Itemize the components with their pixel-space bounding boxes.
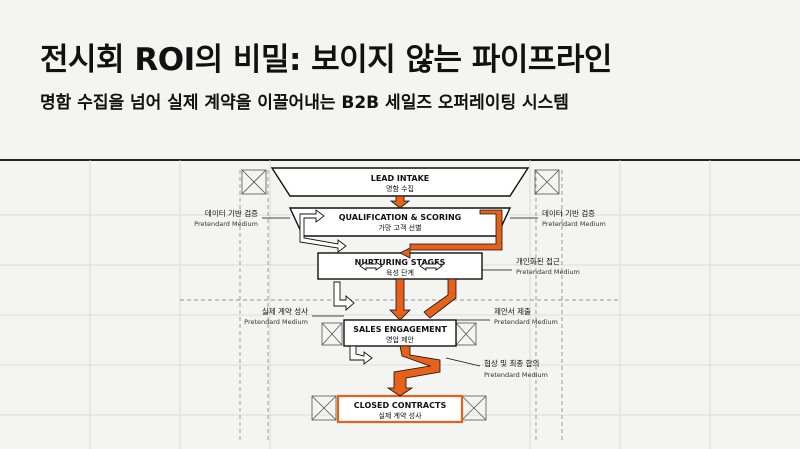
svg-text:Pretendard Medium: Pretendard Medium [516,268,580,276]
stage-box-qualification: QUALIFICATION & SCORING 가망 고객 선별 [288,207,512,237]
svg-text:데이터 기반 검증: 데이터 기반 검증 [205,208,258,218]
page-subtitle: 명함 수집을 넘어 실제 계약을 이끌어내는 B2B 세일즈 오퍼레이팅 시스템 [40,93,569,113]
stage-box-closed-contracts: CLOSED CONTRACTS 실제 계약 성사 [336,394,464,424]
svg-text:Pretendard Medium: Pretendard Medium [542,220,606,228]
engagement-orange-path [386,345,441,397]
flow-arrow-down-icon [389,278,411,321]
stage-subtitle: 영업 제안 [386,335,415,344]
qualification-orange-path [399,209,503,259]
svg-text:협상 및 최종 합의: 협상 및 최종 합의 [484,358,539,368]
svg-text:개인화된 접근: 개인화된 접근 [516,256,560,266]
white-flow-arrows [299,209,443,365]
stage-title: QUALIFICATION & SCORING [339,213,462,222]
svg-text:Pretendard Medium: Pretendard Medium [494,318,558,326]
stage-subtitle: 육성 단계 [386,268,414,277]
stage-title: SALES ENGAGEMENT [353,325,447,334]
annotation-nurturing: 개인화된 접근 Pretendard Medium [516,256,580,276]
page-title: 전시회 ROI의 비밀: 보이지 않는 파이프라인 [40,42,612,78]
main-flow-arrows [389,195,411,321]
svg-text:Pretendard Medium: Pretendard Medium [194,220,258,228]
annotation-closed-left: 실제 계약 성사 Pretendard Medium [244,306,308,326]
stage-title: NURTURING STAGES [355,258,446,267]
annotation-proposal: 제안서 제출 Pretendard Medium [494,306,558,326]
stage-title: CLOSED CONTRACTS [354,401,447,410]
svg-text:Pretendard Medium: Pretendard Medium [484,371,548,379]
stage-box-lead-intake: LEAD INTAKE 명함 수집 [270,167,530,197]
stage-box-sales-engagement: SALES ENGAGEMENT 영업 제안 [343,319,457,347]
nurturing-right-orange-arrow [423,278,457,319]
annotation-leaders [262,217,538,367]
annotation-qualification-right: 데이터 기반 검증 Pretendard Medium [542,208,606,228]
stage-subtitle: 명함 수집 [386,184,414,193]
svg-text:실제 계약 성사: 실제 계약 성사 [262,306,308,316]
svg-text:Pretendard Medium: Pretendard Medium [244,318,308,326]
svg-text:제안서 제출: 제안서 제출 [494,306,531,316]
header-divider [0,159,800,161]
stage-box-nurturing: NURTURING STAGES 육성 단계 [317,252,483,280]
stage-title: LEAD INTAKE [371,174,430,183]
annotation-negotiation: 협상 및 최종 합의 Pretendard Medium [484,358,548,379]
stage-subtitle: 가망 고객 선별 [378,223,421,232]
svg-text:데이터 기반 검증: 데이터 기반 검증 [542,208,595,218]
annotation-qualification-left: 데이터 기반 검증 Pretendard Medium [194,208,258,228]
stage-subtitle: 실제 계약 성사 [378,411,422,420]
